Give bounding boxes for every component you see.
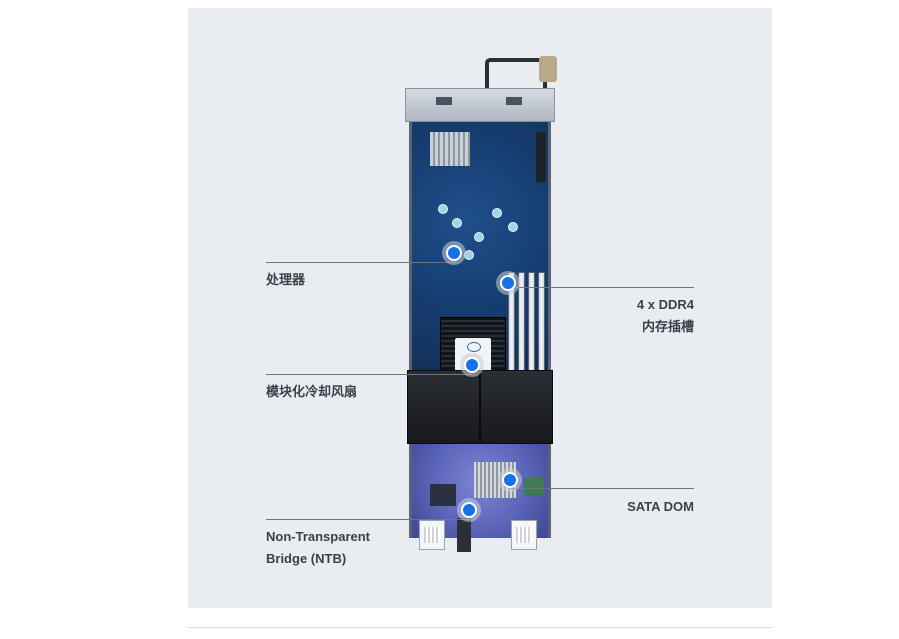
processor-leader-line [266, 262, 456, 263]
memory-hotspot[interactable] [500, 275, 516, 291]
sata-dom-module [524, 478, 544, 496]
ntb-label-line2: Bridge (NTB) [266, 551, 347, 566]
ntb-hotspot[interactable] [461, 502, 477, 518]
motherboard [409, 122, 551, 412]
io-connector [419, 520, 445, 550]
fan-leader-line [266, 374, 472, 375]
release-tab [457, 518, 471, 552]
chipset-heatsink [430, 132, 470, 166]
section-divider [188, 627, 772, 628]
server-module-image [405, 56, 557, 553]
fan-unit [480, 370, 553, 444]
module-bracket [405, 88, 555, 122]
module-handle [485, 58, 547, 90]
memory-label-line1: 4 x DDR4 [636, 297, 694, 312]
module-latch [539, 56, 557, 82]
fan-hotspot[interactable] [464, 357, 480, 373]
ntb-label-line1: Non-Transparent [266, 529, 371, 544]
memory-label-line2: 内存插槽 [641, 319, 694, 334]
board-chip [430, 484, 456, 506]
memory-leader-line [508, 287, 694, 288]
sata-hotspot[interactable] [502, 472, 518, 488]
io-connector [511, 520, 537, 550]
sata-leader-line [510, 488, 694, 489]
sata-label: SATA DOM [627, 499, 694, 514]
board-connector [536, 132, 546, 182]
processor-hotspot[interactable] [446, 245, 462, 261]
processor-label: 处理器 [266, 272, 306, 287]
fan-unit [407, 370, 480, 444]
ntb-leader-line [266, 519, 470, 520]
fan-label: 模块化冷却风扇 [266, 384, 358, 399]
